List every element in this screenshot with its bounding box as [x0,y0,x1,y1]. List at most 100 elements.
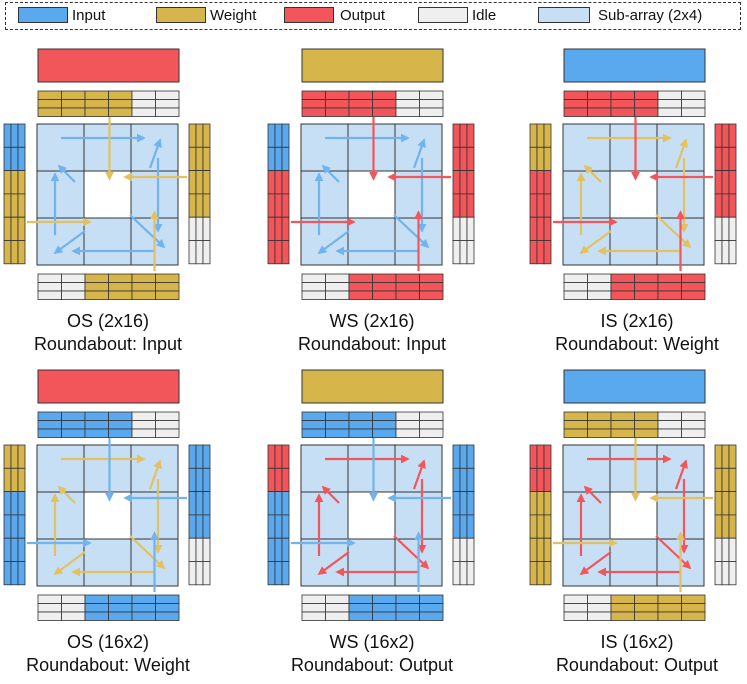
flow-arrow-output [412,459,426,490]
bottom-buffer-cell [563,603,588,613]
left-buffer-cell [536,193,545,218]
left-buffer-cell [3,561,12,586]
right-buffer-cell [195,514,204,539]
left-buffer-cell [10,146,19,172]
left-buffer-cell [3,444,12,469]
sub-array [83,123,132,172]
right-buffer-cell [459,514,468,539]
left-buffer-cell [10,123,19,148]
bottom-buffer-cell [61,603,86,613]
right-buffer-cell [459,216,468,241]
left-buffer-cell [529,193,538,218]
bottom-buffer-cell [681,282,706,292]
mode-label: OS (2x16) [66,311,150,331]
top-buffer-cell [108,99,133,109]
bottom-buffer-cell [372,290,397,300]
right-buffer-cell [714,514,723,539]
left-buffer-cell [281,561,290,586]
right-buffer-cell [452,537,461,562]
right-buffer-cell [452,146,461,172]
left-buffer-cell [10,537,19,562]
roundabout-label: Roundabout: Output [555,655,719,675]
sub-array [300,538,349,587]
sub-array [562,491,611,540]
top-buffer-cell [419,99,444,109]
bottom-buffer-cell [587,594,612,604]
legend-swatch-weight [156,7,206,23]
bottom-buffer-cell [657,290,682,300]
left-buffer-cell [3,123,12,148]
left-buffer-cell [267,514,276,539]
left-buffer-cell [17,123,26,148]
flow-arrow-output [321,485,340,504]
right-buffer-cell [728,514,737,539]
left-buffer-cell [274,537,283,562]
top-buffer-cell [587,107,612,117]
top-buffer-cell [419,107,444,117]
top-buffer-cell [372,107,397,117]
flow-arrow-weight [579,230,612,255]
right-buffer-cell [188,467,197,492]
bottom-buffer-cell [37,282,62,292]
bottom-buffer-cell [395,290,420,300]
right-buffer-cell [452,123,461,148]
left-buffer-cell [529,123,538,148]
top-buffer-cell [587,90,612,100]
right-buffer-cell [188,123,197,148]
top-buffer-cell [155,107,180,117]
left-buffer-cell [281,467,290,492]
legend-label-subarray: Sub-array (2x4) [598,7,703,24]
left-buffer-cell [281,146,290,172]
bottom-buffer-cell [108,273,133,283]
top-buffer-cell [587,99,612,109]
left-buffer-cell [10,193,19,218]
bottom-buffer-cell [301,611,326,621]
right-buffer-cell [714,216,723,241]
bottom-buffer-cell [681,603,706,613]
legend-swatch-subarray [538,7,590,23]
bottom-buffer-cell [395,273,420,283]
top-buffer-cell [108,428,133,438]
right-buffer-cell [202,514,211,539]
left-buffer-cell [536,170,545,195]
flow-arrow-output [579,551,612,576]
bottom-buffer-cell [108,282,133,292]
legend-label-input: Input [72,7,106,24]
top-buffer-cell [634,107,659,117]
right-buffer-cell [721,444,730,469]
top-bar-output [37,48,180,83]
bottom-buffer-cell [610,273,635,283]
left-buffer-cell [274,146,283,172]
left-buffer-cell [529,240,538,265]
right-buffer-cell [728,491,737,516]
top-buffer-cell [301,428,326,438]
right-buffer-cell [466,514,475,539]
right-buffer-cell [202,561,211,586]
top-buffer-cell [395,420,420,430]
right-buffer-cell [188,193,197,218]
bottom-buffer-cell [301,290,326,300]
flow-arrow-output [655,535,692,570]
top-buffer-cell [301,420,326,430]
right-buffer-cell [459,537,468,562]
top-buffer-cell [348,428,373,438]
bottom-buffer-cell [108,611,133,621]
bottom-buffer-cell [610,290,635,300]
top-buffer-cell [419,428,444,438]
right-buffer-cell [721,170,730,195]
sub-array [300,217,349,266]
right-buffer-cell [452,491,461,516]
sub-array [130,170,179,219]
top-buffer-cell [84,99,109,109]
top-buffer-cell [563,107,588,117]
bottom-buffer-cell [84,594,109,604]
bottom-buffer-cell [131,603,156,613]
bottom-buffer-cell [348,290,373,300]
flow-arrow-input [129,214,166,249]
left-buffer-cell [543,123,552,148]
legend-label-weight: Weight [210,7,257,24]
top-buffer-cell [131,99,156,109]
left-buffer-cell [543,491,552,516]
top-buffer-cell [348,90,373,100]
roundabout-label: Roundabout: Weight [26,655,190,675]
